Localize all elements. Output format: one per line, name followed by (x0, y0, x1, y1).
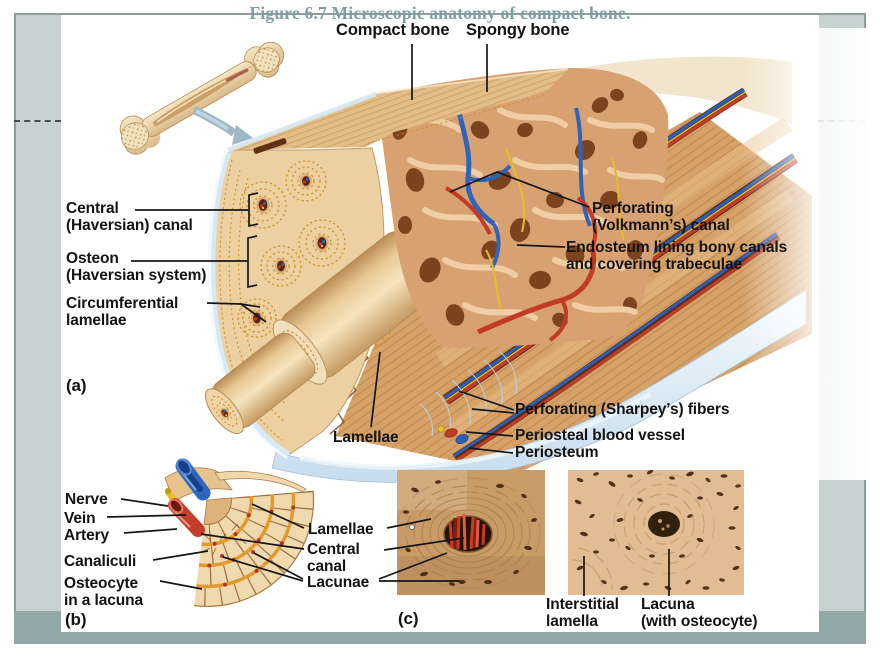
label-perforating-volkmann-canal: Perforating (Volkmann’s) canal (592, 200, 730, 235)
left-sidebar (15, 15, 61, 612)
label-compact-bone: Compact bone (336, 21, 450, 39)
sharpeys-fiber-texture (419, 351, 517, 437)
histology-lacuna-osteocyte (648, 511, 680, 537)
canal-groove-lower (452, 232, 781, 462)
frame-top-line (14, 13, 866, 15)
label-vein: Vein (64, 510, 96, 527)
label-artery: Artery (64, 527, 110, 544)
footer-band (14, 632, 866, 644)
periosteal-vessel-cluster (437, 425, 469, 444)
label-central-haversian-canal: Central (Haversian) canal (66, 200, 193, 235)
panel-c-sem-photo (397, 470, 545, 595)
pulled-out-osteon (204, 231, 441, 435)
sem-canal-fibers (448, 513, 486, 551)
label-canaliculi: Canaliculi (64, 553, 137, 570)
label-osteocyte-in-lacuna: Osteocyte in a lacuna (64, 575, 144, 610)
inset-arrow (192, 106, 253, 145)
label-osteon: Osteon (Haversian system) (66, 250, 207, 285)
label-nerve: Nerve (65, 491, 108, 508)
panel-label-b: (b) (65, 610, 87, 629)
label-lamellae-a: Lamellae (333, 429, 399, 446)
panel-label-c: (c) (398, 609, 419, 628)
compact-top-surface (227, 68, 569, 154)
histology-osteon-rings (571, 473, 715, 591)
inset-long-bone (119, 41, 285, 155)
label-periosteum: Periosteum (515, 444, 599, 461)
panel-label-a: (a) (66, 376, 87, 395)
bone-shaft-continuation (560, 56, 792, 124)
label-spongy-bone: Spongy bone (466, 21, 570, 39)
periosteum-layer (271, 289, 807, 483)
right-fade (742, 28, 880, 480)
figure-title: Figure 6.7 Microscopic anatomy of compac… (249, 3, 631, 23)
label-endosteum: Endosteum lining bony canals and coverin… (566, 239, 788, 274)
label-interstitial-lamella: Interstitial lamella (546, 596, 619, 631)
sem-lamellae-rings (397, 477, 541, 589)
leader-lines (106, 44, 670, 596)
label-sharpeys-fibers: Perforating (Sharpey’s) fibers (515, 401, 730, 418)
wedge-vein (175, 458, 211, 501)
frame-left-line (14, 13, 16, 644)
label-lamellae-bc: Lamellae (308, 521, 374, 538)
label-periosteal-blood-vessel: Periosteal blood vessel (515, 427, 685, 444)
histology-lacunae-specks (574, 470, 741, 591)
wedge-lamellae-bands (193, 490, 315, 607)
panel-c-histology-photo (568, 470, 744, 595)
panel-b-osteon-wedge (164, 458, 315, 607)
sem-lacunae-spots (403, 480, 537, 586)
wedge-lacunae-dots (207, 505, 296, 587)
label-central-canal-bc: Central canal (307, 541, 360, 576)
label-lacunae: Lacunae (307, 574, 370, 591)
label-lacuna-with-osteocyte: Lacuna (with osteocyte) (641, 596, 758, 631)
left-dashed-separator (14, 120, 61, 122)
label-circumferential-lamellae: Circumferential lamellae (66, 295, 179, 330)
wedge-artery (168, 498, 205, 537)
leader-marker-dot (409, 524, 415, 530)
